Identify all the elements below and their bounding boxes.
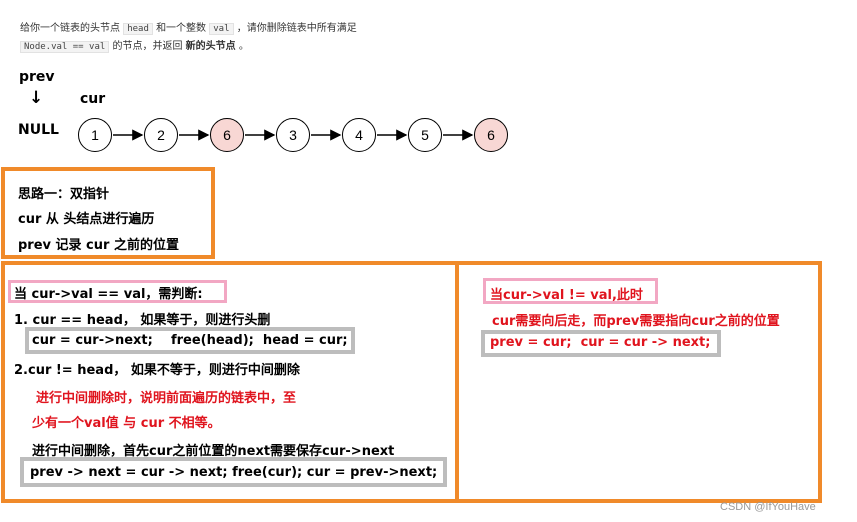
equal-case-title-box bbox=[8, 280, 227, 303]
problem-text: 和一个整数 bbox=[156, 23, 207, 34]
null-label: NULL bbox=[18, 122, 59, 138]
down-arrow-icon: ↓ bbox=[29, 88, 44, 108]
not-equal-case-title: 当cur->val != val,此时 bbox=[490, 288, 643, 303]
problem-text: 。 bbox=[238, 41, 249, 52]
prev-label: prev bbox=[19, 69, 55, 85]
code-head: head bbox=[123, 23, 153, 35]
problem-text: 给你一个链表的头节点 bbox=[20, 23, 120, 34]
list-node: 5 bbox=[408, 118, 442, 152]
middle-delete-code: prev -> next = cur -> next; free(cur); c… bbox=[30, 465, 438, 480]
list-node: 2 bbox=[144, 118, 178, 152]
middle-delete-desc: 进行中间删除，首先cur之前位置的next需要保存cur->next bbox=[32, 444, 395, 459]
list-node: 1 bbox=[78, 118, 112, 152]
problem-text: ，请你删除链表中所有满足 bbox=[236, 23, 357, 34]
not-equal-case-box bbox=[455, 261, 822, 503]
problem-line-1: 给你一个链表的头节点 head 和一个整数 val ，请你删除链表中所有满足 bbox=[20, 20, 480, 38]
not-equal-code-box bbox=[481, 330, 721, 357]
code-condition: Node.val == val bbox=[20, 41, 110, 53]
problem-line-2: Node.val == val 的节点，并返回 新的头节点 。 bbox=[20, 38, 480, 56]
list-node: 4 bbox=[342, 118, 376, 152]
not-equal-case-title-box bbox=[483, 278, 658, 304]
not-equal-code: prev = cur; cur = cur -> next; bbox=[490, 335, 711, 350]
idea-box bbox=[1, 167, 215, 259]
head-delete-code: cur = cur->next; free(head); head = cur; bbox=[32, 333, 348, 348]
watermark: CSDN @IfYouHave bbox=[720, 501, 816, 513]
list-arrows bbox=[113, 129, 474, 141]
cur-label: cur bbox=[80, 91, 106, 107]
code-val: val bbox=[209, 23, 234, 35]
list-node: 6 bbox=[210, 118, 244, 152]
head-delete-code-box bbox=[25, 327, 355, 354]
middle-delete-note-2: 少有一个val值 与 cur 不相等。 bbox=[32, 416, 221, 431]
middle-delete-code-box bbox=[20, 457, 447, 487]
list-node: 3 bbox=[276, 118, 310, 152]
problem-statement: 给你一个链表的头节点 head 和一个整数 val ，请你删除链表中所有满足 N… bbox=[20, 20, 480, 56]
equal-case-title: 当 cur->val == val，需判断: bbox=[14, 287, 203, 302]
case-middle-delete: 2.cur != head， 如果不等于，则进行中间删除 bbox=[14, 363, 300, 378]
case-head-delete: 1. cur == head， 如果等于，则进行头删 bbox=[14, 313, 271, 328]
list-node: 6 bbox=[474, 118, 508, 152]
middle-delete-note-1: 进行中间删除时，说明前面遍历的链表中，至 bbox=[36, 391, 297, 406]
idea-line-2: cur 从 头结点进行遍历 bbox=[18, 212, 155, 227]
idea-line-3: prev 记录 cur 之前的位置 bbox=[18, 238, 179, 253]
problem-bold: 新的头节点 bbox=[185, 41, 236, 52]
problem-text: 的节点，并返回 bbox=[112, 41, 183, 52]
not-equal-case-desc: cur需要向后走，而prev需要指向cur之前的位置 bbox=[492, 314, 780, 329]
idea-line-1: 思路一：双指针 bbox=[18, 187, 110, 202]
